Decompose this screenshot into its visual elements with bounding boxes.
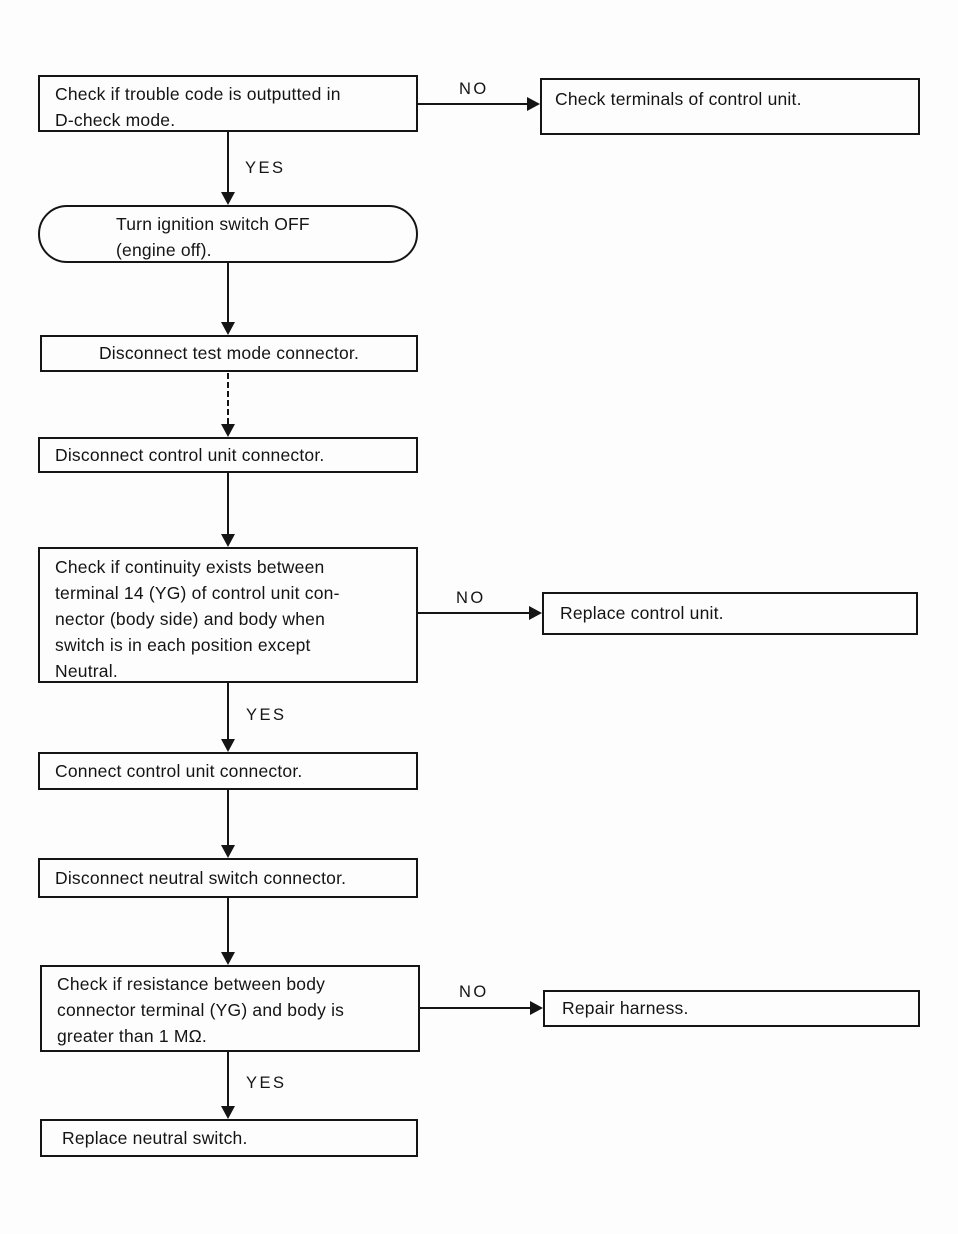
- edge-line-resistance-to-replace: [227, 1052, 229, 1106]
- node-text-line: nector (body side) and body when: [55, 609, 326, 629]
- edge-line-trouble-to-ignition: [227, 132, 229, 192]
- node-text-line: greater than 1 MΩ.: [57, 1026, 207, 1046]
- node-repair-harness: Repair harness.: [543, 990, 920, 1027]
- edge-label-yes-2: YES: [246, 706, 287, 724]
- node-check-resistance: Check if resistance between body connect…: [40, 965, 420, 1052]
- arrowhead-down-icon: [221, 534, 235, 547]
- node-text-line: Check terminals of control unit.: [555, 89, 802, 109]
- node-text-line: Check if trouble code is outputted in: [55, 84, 341, 104]
- node-disconnect-test-mode: Disconnect test mode connector.: [40, 335, 418, 372]
- edge-line-connect-to-neutralswitch: [227, 790, 229, 845]
- node-replace-neutral-switch: Replace neutral switch.: [40, 1119, 418, 1157]
- node-text-line: Turn ignition switch OFF: [116, 214, 310, 234]
- arrowhead-down-icon: [221, 192, 235, 205]
- node-text-line: Disconnect control unit connector.: [55, 445, 325, 465]
- node-check-trouble-code: Check if trouble code is outputted in D-…: [38, 75, 418, 132]
- node-disconnect-control-unit: Disconnect control unit connector.: [38, 437, 418, 473]
- edge-line-no-to-check-terminals: [418, 103, 528, 105]
- edge-label-no-3: NO: [459, 983, 489, 1001]
- arrowhead-down-icon: [221, 952, 235, 965]
- arrowhead-down-icon: [221, 1106, 235, 1119]
- node-connect-control-unit: Connect control unit connector.: [38, 752, 418, 790]
- edge-label-no-2: NO: [456, 589, 486, 607]
- node-text-line: Disconnect test mode connector.: [98, 343, 360, 363]
- edge-line-neutralswitch-to-resistance: [227, 898, 229, 952]
- node-text-line: Replace control unit.: [560, 603, 724, 623]
- edge-label-yes-3: YES: [246, 1074, 287, 1092]
- arrowhead-down-icon: [221, 739, 235, 752]
- edge-line-controlunit-to-continuity: [227, 473, 229, 534]
- node-check-continuity: Check if continuity exists between termi…: [38, 547, 418, 683]
- node-text-line: Connect control unit connector.: [55, 761, 303, 781]
- node-text-line: Replace neutral switch.: [62, 1128, 248, 1148]
- node-text-line: Check if continuity exists between: [55, 557, 325, 577]
- edge-line-continuity-to-connect: [227, 683, 229, 739]
- node-text-line: terminal 14 (YG) of control unit con-: [55, 583, 340, 603]
- node-check-terminals: Check terminals of control unit.: [540, 78, 920, 135]
- node-text-line: (engine off).: [116, 240, 212, 260]
- node-disconnect-neutral-switch: Disconnect neutral switch connector.: [38, 858, 418, 898]
- edge-line-ignition-to-testmode: [227, 263, 229, 322]
- node-ignition-off-terminal: Turn ignition switch OFF (engine off).: [38, 205, 418, 263]
- node-text-line: connector terminal (YG) and body is: [57, 1000, 345, 1020]
- edge-label-no-1: NO: [459, 80, 489, 98]
- arrowhead-right-icon: [527, 97, 540, 111]
- node-text-line: Repair harness.: [562, 998, 689, 1018]
- arrowhead-down-icon: [221, 845, 235, 858]
- arrowhead-right-icon: [529, 606, 542, 620]
- node-text-line: Neutral.: [55, 661, 118, 681]
- edge-line-no-to-replace-control-unit: [418, 612, 530, 614]
- node-text-line: Disconnect neutral switch connector.: [55, 868, 347, 888]
- arrowhead-down-icon: [221, 424, 235, 437]
- arrowhead-right-icon: [530, 1001, 543, 1015]
- edge-label-yes-1: YES: [245, 159, 286, 177]
- edge-line-no-to-repair-harness: [420, 1007, 531, 1009]
- node-text-line: switch is in each position except: [55, 635, 311, 655]
- node-text-line: Check if resistance between body: [57, 974, 326, 994]
- node-text-line: D-check mode.: [55, 110, 176, 130]
- node-replace-control-unit: Replace control unit.: [542, 592, 918, 635]
- arrowhead-down-icon: [221, 322, 235, 335]
- edge-line-testmode-to-controlunit-dashed: [227, 373, 229, 424]
